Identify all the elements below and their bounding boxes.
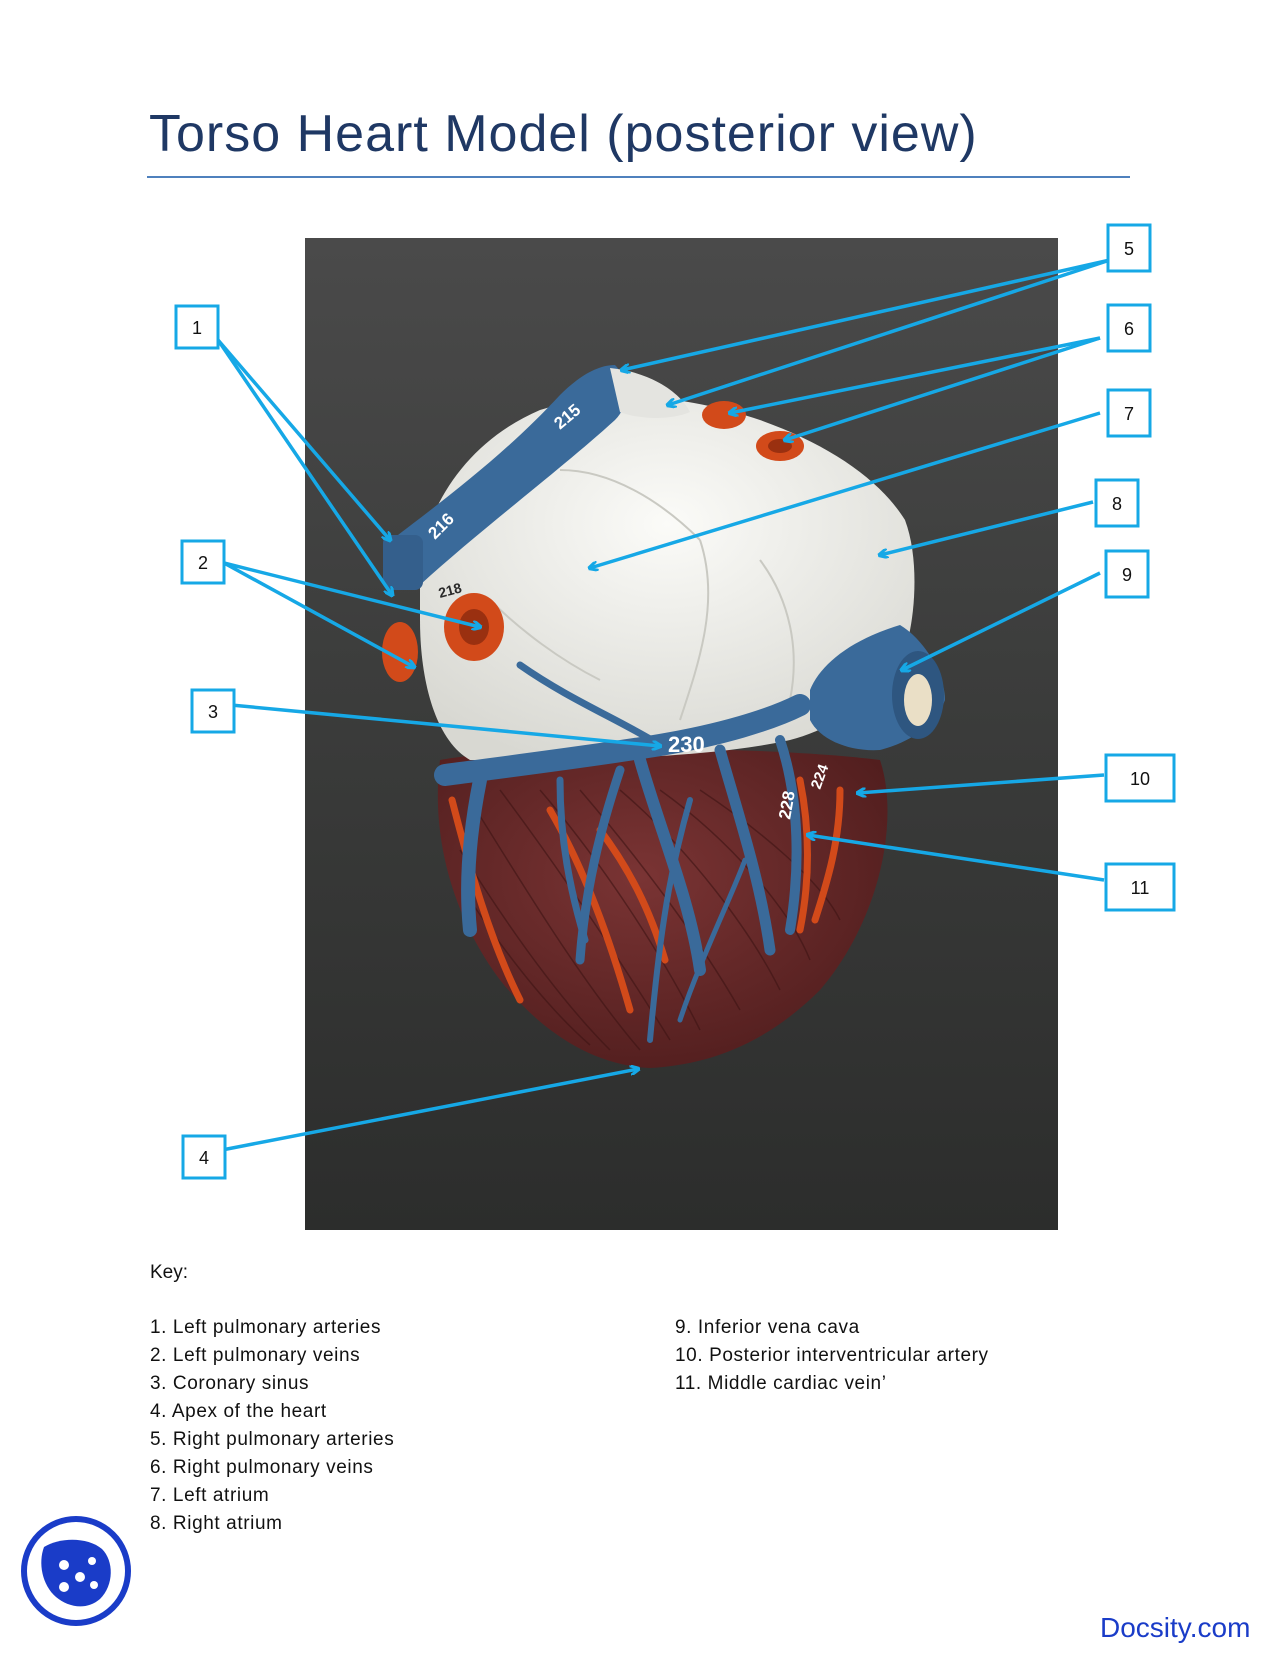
callout-label-text: 8 xyxy=(1112,494,1122,514)
callout-arrow-2b xyxy=(223,561,414,667)
callout-arrow-6a xyxy=(730,336,1101,413)
callout-label-text: 9 xyxy=(1122,565,1132,585)
callout-label-text: 4 xyxy=(199,1148,209,1168)
key-heading: Key: xyxy=(150,1262,189,1283)
callout-label-1: 1 xyxy=(174,304,220,350)
callout-label-7: 7 xyxy=(1106,388,1152,438)
callout-arrow-5a xyxy=(622,258,1111,370)
callout-arrow-10 xyxy=(858,773,1105,793)
brand-link[interactable]: Docsity.com xyxy=(1100,1612,1251,1643)
callout-label-10: 10 xyxy=(1104,753,1176,803)
key-item: 6. Right pulmonary veins xyxy=(150,1457,374,1478)
callout-arrow-3 xyxy=(230,703,660,746)
callout-arrow-2a xyxy=(223,561,480,627)
callout-label-11: 11 xyxy=(1104,862,1176,912)
key-item: 9. Inferior vena cava xyxy=(675,1317,860,1338)
model-number: 228 xyxy=(775,789,799,820)
callout-arrow-9 xyxy=(902,571,1101,670)
key-item: 5. Right pulmonary arteries xyxy=(150,1429,395,1450)
callout-label-text: 7 xyxy=(1124,404,1134,424)
callout-arrow-1b xyxy=(216,339,392,595)
callout-label-4: 4 xyxy=(181,1134,227,1180)
title-divider xyxy=(147,176,1130,178)
callout-label-text: 1 xyxy=(192,318,202,338)
left-pulmonary-artery-vessel xyxy=(385,365,627,589)
callout-label-5: 5 xyxy=(1106,223,1152,273)
callout-label-3: 3 xyxy=(190,688,236,734)
callout-label-text: 3 xyxy=(208,702,218,722)
right-pulmonary-vein-1 xyxy=(702,401,746,429)
key-item: 3. Coronary sinus xyxy=(150,1373,310,1394)
callout-label-text: 10 xyxy=(1130,769,1150,789)
model-number: 230 xyxy=(668,732,705,757)
key-item: 7. Left atrium xyxy=(150,1485,270,1506)
callout-arrow-7 xyxy=(590,411,1101,568)
atria-body xyxy=(420,396,915,760)
callout-arrow-6b xyxy=(785,336,1101,440)
key-item: 2. Left pulmonary veins xyxy=(150,1345,361,1366)
callout-arrow-8 xyxy=(880,500,1094,555)
callout-label-9: 9 xyxy=(1104,549,1150,599)
callout-arrow-5b xyxy=(668,258,1111,405)
callout-labels: 1 2 3 4 5 6 7 8 xyxy=(174,223,1176,1180)
callout-arrow-11 xyxy=(808,835,1105,882)
callout-label-text: 11 xyxy=(1131,878,1150,898)
callout-label-8: 8 xyxy=(1094,478,1140,528)
callout-arrows xyxy=(216,258,1111,1152)
model-number: 218 xyxy=(437,579,464,601)
callout-label-text: 6 xyxy=(1124,319,1134,339)
callout-label-text: 5 xyxy=(1124,239,1134,259)
callout-arrow-4 xyxy=(221,1069,638,1152)
key-item: 11. Middle cardiac vein’ xyxy=(675,1373,887,1394)
callout-label-6: 6 xyxy=(1106,303,1152,353)
callout-label-text: 2 xyxy=(198,553,208,573)
heart-model xyxy=(382,365,945,1068)
key-item: 10. Posterior interventricular artery xyxy=(675,1345,989,1366)
callout-label-2: 2 xyxy=(180,539,226,585)
key-item: 8. Right atrium xyxy=(150,1513,283,1534)
key-item: 1. Left pulmonary arteries xyxy=(150,1317,382,1338)
callout-arrow-1a xyxy=(216,338,390,540)
key-list-right: 9. Inferior vena cava 10. Posterior inte… xyxy=(675,1314,989,1398)
docsity-ladybug-icon xyxy=(21,1516,131,1626)
key-list-left: 1. Left pulmonary arteries 2. Left pulmo… xyxy=(150,1314,394,1538)
key-item: 4. Apex of the heart xyxy=(150,1401,327,1422)
page-title: Torso Heart Model (posterior view) xyxy=(149,105,978,163)
